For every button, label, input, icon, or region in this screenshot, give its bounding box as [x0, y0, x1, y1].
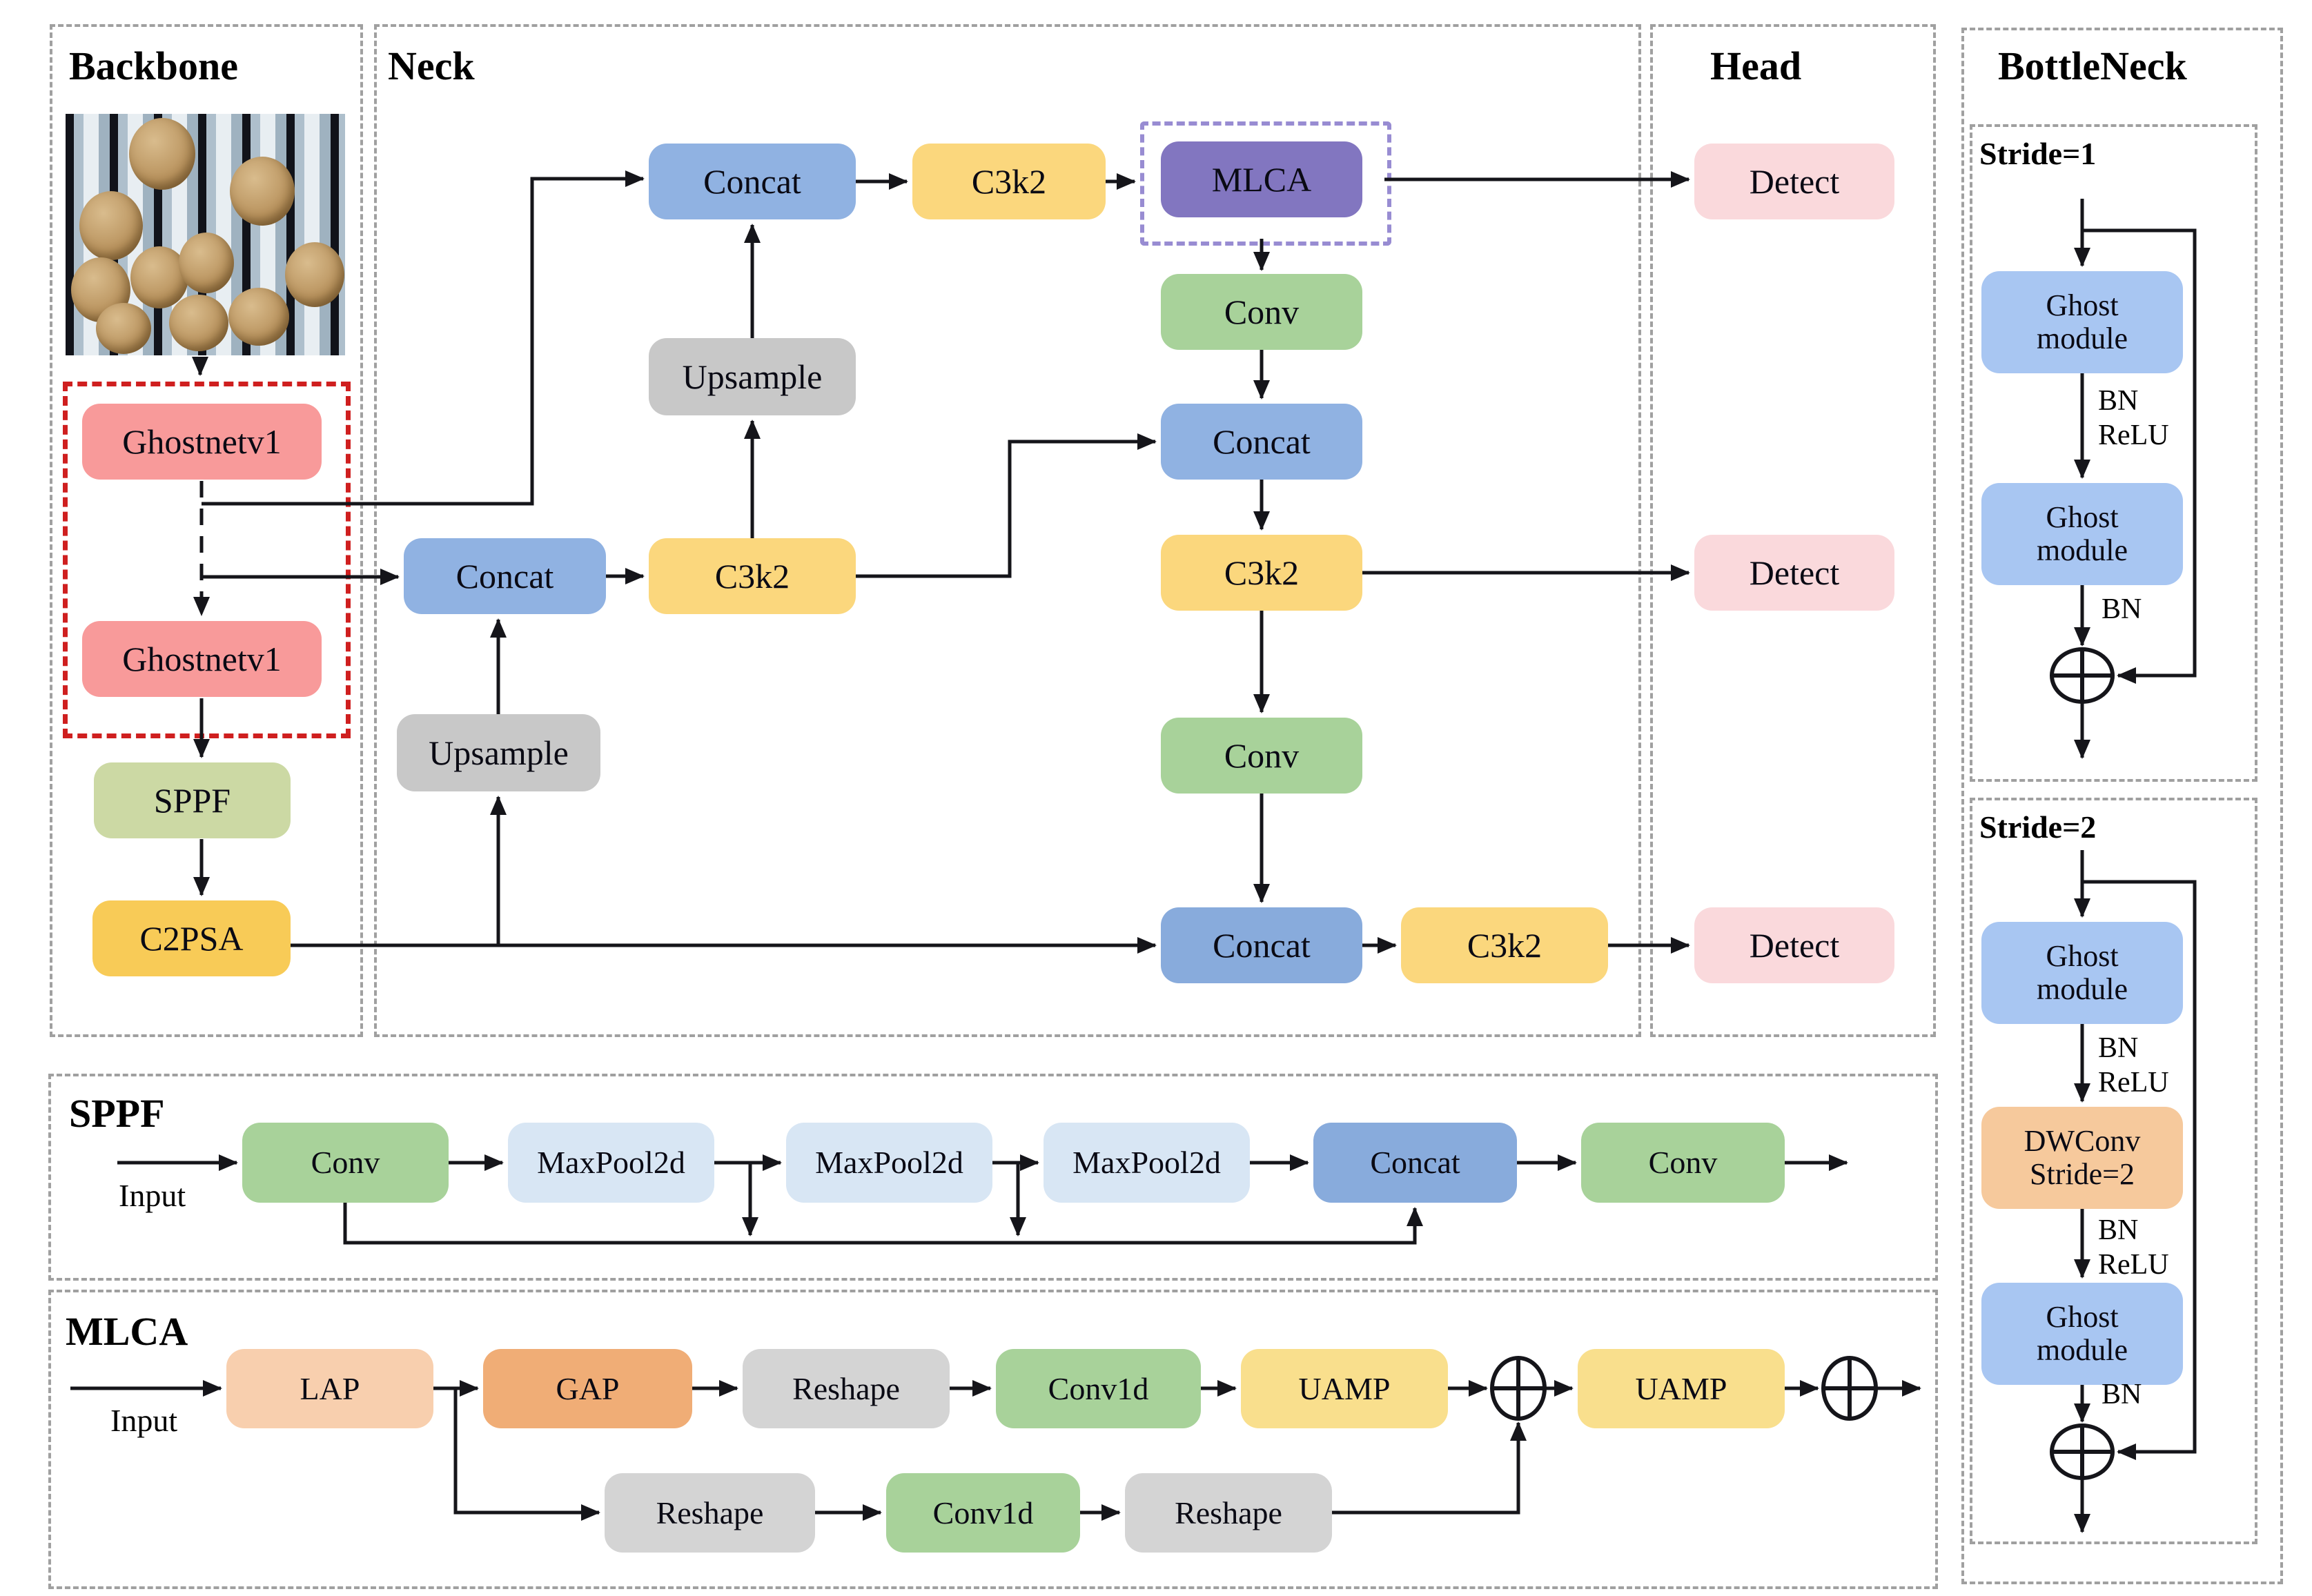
node-reshape-2: Reshape — [605, 1473, 815, 1553]
mlca-panel — [48, 1290, 1938, 1589]
node-ghostnet-1: Ghostnetv1 — [82, 404, 322, 480]
walnut — [285, 242, 344, 307]
bn-relu-label-s2a: BN ReLU — [2098, 1031, 2169, 1101]
ghost-module-line1: Ghost — [2046, 288, 2119, 323]
ghost-module-line1: Ghost — [2046, 1300, 2119, 1334]
bn-label: BN — [2098, 1032, 2139, 1064]
stride2-label: Stride=2 — [1979, 809, 2097, 845]
bn-label-s2: BN — [2102, 1379, 2142, 1410]
node-conv-top: Conv — [1161, 274, 1362, 350]
node-c3k2-right: C3k2 — [1161, 535, 1362, 611]
node-lap: LAP — [226, 1349, 433, 1428]
backbone-panel — [50, 24, 363, 1037]
walnut-sample-photo — [66, 114, 345, 355]
ghost-module-line1: Ghost — [2046, 939, 2119, 974]
sppf-title: SPPF — [69, 1091, 165, 1136]
node-uamp-2: UAMP — [1578, 1349, 1785, 1428]
dwconv-line2: Stride=2 — [2030, 1157, 2135, 1191]
node-conv1d-1: Conv1d — [996, 1349, 1201, 1428]
dwconv-line1: DWConv — [2024, 1124, 2141, 1159]
ghost-module-line2: module — [2037, 533, 2128, 567]
node-reshape-1: Reshape — [743, 1349, 950, 1428]
walnut — [96, 303, 151, 354]
node-sppf-block: SPPF — [94, 762, 291, 838]
walnut — [169, 295, 228, 351]
node-c3k2-mid: C3k2 — [649, 538, 856, 614]
node-c2psa: C2PSA — [92, 900, 291, 976]
ghost-module-line1: Ghost — [2046, 500, 2119, 535]
node-sppf-conv-1: Conv — [242, 1123, 449, 1203]
node-detect-top: Detect — [1694, 144, 1894, 219]
walnut — [228, 288, 289, 346]
relu-label: ReLU — [2098, 1067, 2169, 1099]
node-concat-top: Concat — [649, 144, 856, 219]
bn-label: BN — [2098, 385, 2139, 417]
backbone-title: Backbone — [69, 43, 238, 88]
mlca-input-label: Input — [110, 1403, 178, 1438]
node-mlca: MLCA — [1161, 141, 1362, 217]
node-maxpool-3: MaxPool2d — [1044, 1123, 1250, 1203]
stride1-label: Stride=1 — [1979, 136, 2097, 171]
bn-label-s1: BN — [2102, 593, 2142, 625]
node-ghost-s2-a: Ghost module — [1981, 922, 2183, 1024]
node-dwconv-s2: DWConv Stride=2 — [1981, 1107, 2183, 1209]
node-sppf-conv-2: Conv — [1581, 1123, 1785, 1203]
node-maxpool-1: MaxPool2d — [508, 1123, 714, 1203]
node-conv-right: Conv — [1161, 718, 1362, 794]
relu-label: ReLU — [2098, 1249, 2169, 1281]
bn-label: BN — [2098, 1214, 2139, 1246]
node-uamp-1: UAMP — [1241, 1349, 1448, 1428]
node-reshape-3: Reshape — [1125, 1473, 1332, 1553]
node-maxpool-2: MaxPool2d — [786, 1123, 992, 1203]
node-ghost-s2-b: Ghost module — [1981, 1283, 2183, 1385]
node-concat-bottom: Concat — [1161, 907, 1362, 983]
bottleneck-title: BottleNeck — [1998, 43, 2187, 88]
node-detect-mid: Detect — [1694, 535, 1894, 611]
stride2-panel — [1970, 798, 2257, 1544]
node-conv1d-2: Conv1d — [886, 1473, 1080, 1553]
sppf-input-label: Input — [119, 1178, 186, 1213]
node-sppf-concat: Concat — [1313, 1123, 1517, 1203]
node-concat-left: Concat — [404, 538, 606, 614]
stride1-panel — [1970, 124, 2257, 782]
mlca-title: MLCA — [66, 1309, 188, 1354]
node-upsample-top: Upsample — [649, 338, 856, 415]
bn-relu-label-s1: BN ReLU — [2098, 384, 2169, 453]
bottleneck-panel — [1961, 28, 2283, 1584]
node-ghostnet-2: Ghostnetv1 — [82, 621, 322, 697]
ghost-module-line2: module — [2037, 322, 2128, 355]
head-panel — [1650, 24, 1936, 1037]
node-ghost-s1-b: Ghost module — [1981, 483, 2183, 585]
node-gap: GAP — [483, 1349, 692, 1428]
neck-panel — [374, 24, 1641, 1037]
walnut — [129, 118, 195, 190]
head-title: Head — [1710, 43, 1802, 88]
neck-title: Neck — [388, 43, 475, 88]
bn-relu-label-s2b: BN ReLU — [2098, 1213, 2169, 1283]
node-c3k2-top: C3k2 — [912, 144, 1106, 219]
walnut — [79, 191, 143, 260]
node-detect-bottom: Detect — [1694, 907, 1894, 983]
node-concat-right: Concat — [1161, 404, 1362, 480]
node-c3k2-bottom: C3k2 — [1401, 907, 1608, 983]
node-ghost-s1-a: Ghost module — [1981, 271, 2183, 373]
ghost-module-line2: module — [2037, 972, 2128, 1006]
node-upsample-bottom: Upsample — [397, 714, 600, 791]
ghost-module-line2: module — [2037, 1333, 2128, 1367]
walnut — [179, 233, 234, 293]
relu-label: ReLU — [2098, 420, 2169, 452]
mlca-highlight-box — [1140, 121, 1391, 246]
walnut — [230, 157, 295, 226]
sppf-panel — [48, 1074, 1938, 1281]
